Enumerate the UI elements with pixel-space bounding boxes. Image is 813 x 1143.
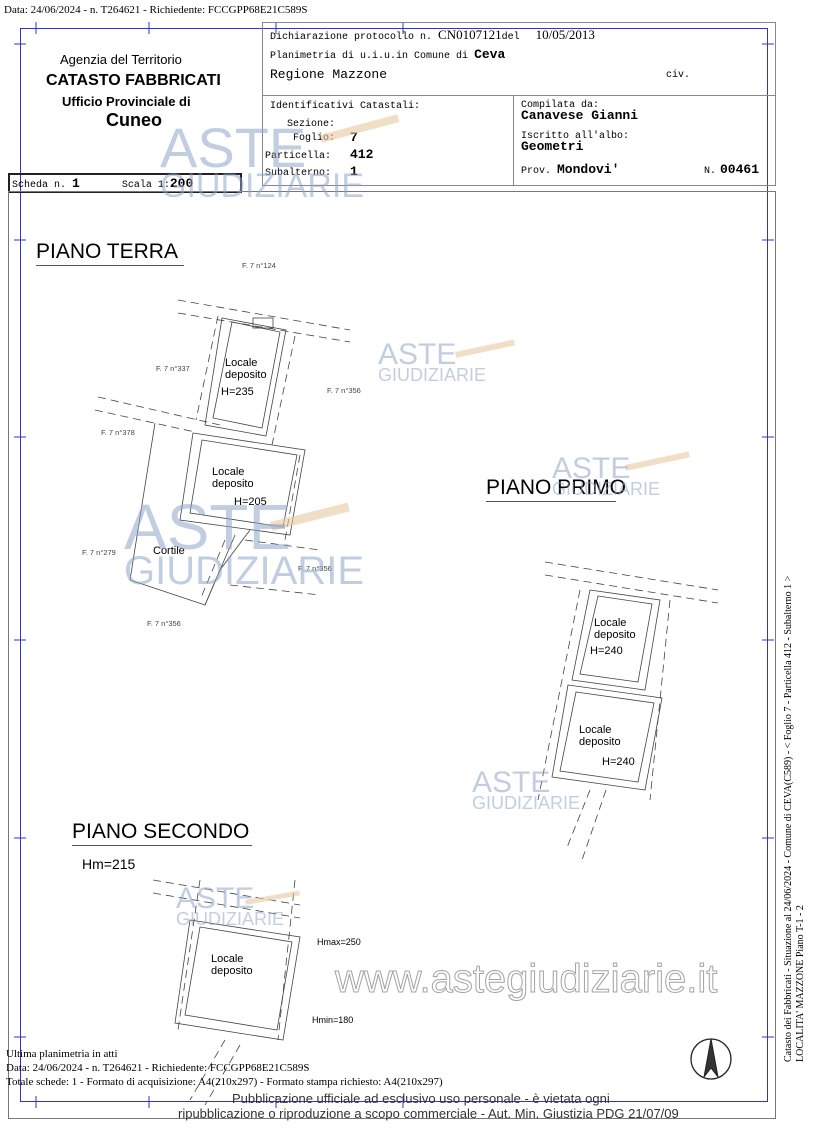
side-info-line1: Catasto dei Fabbricati - Situazione al 2… [783, 575, 794, 1062]
scheda-label: Scheda n. [12, 180, 67, 191]
dichiarazione-label: Dichiarazione protocollo n. [270, 32, 433, 43]
particella-label: Particella: [265, 151, 332, 162]
publication-notice-1: Pubblicazione ufficiale ad esclusivo uso… [232, 1091, 610, 1106]
publication-notice-2: ripubblicazione o riproduzione a scopo c… [178, 1106, 679, 1121]
footer-request-info: Data: 24/06/2024 - n. T264621 - Richiede… [6, 1062, 310, 1074]
compilatore-box [513, 95, 776, 186]
side-info: Catasto dei Fabbricati - Situazione al 2… [783, 576, 807, 1062]
north-arrow-icon [690, 1038, 732, 1080]
foglio: 7 [350, 130, 358, 145]
plan-title-secondo: PIANO SECONDO [72, 820, 252, 846]
plan-terra-walls [129, 317, 306, 606]
ultima-planimetria: Ultima planimetria in atti [6, 1048, 118, 1060]
scala-label: Scala 1: [121, 180, 170, 191]
parcel-ref: F. 7 n°356 [327, 386, 361, 395]
albo-label: Iscritto all'albo: [521, 131, 630, 142]
totale-schede: Totale schede: 1 - Formato di acquisizio… [6, 1076, 443, 1088]
protocol-number: CN0107121 [438, 27, 502, 42]
compilata: Canavese Gianni [521, 108, 639, 123]
scala: 200 [169, 176, 194, 191]
prov-label: Prov. [521, 166, 552, 177]
parcel-ref: F. 7 n°356 [147, 619, 181, 628]
n-iscrizione: 00461 [720, 162, 760, 177]
foglio-label: Foglio: [293, 133, 336, 144]
plan-title-primo: PIANO PRIMO [486, 476, 626, 502]
room-label: Locale deposito [212, 466, 254, 490]
address: Regione Mazzone [270, 67, 388, 82]
gavel-watermark-icons [245, 114, 690, 905]
room-label: Locale deposito [225, 357, 267, 381]
room-height: H=205 [234, 496, 267, 508]
particella: 412 [350, 147, 374, 162]
ufficio-label: Ufficio Provinciale di [62, 94, 191, 109]
room-height: H=240 [590, 645, 623, 657]
plan-primo-walls [551, 589, 663, 791]
n-label: N. [704, 166, 717, 177]
plan-title-terra: PIANO TERRA [36, 240, 184, 266]
watermark-url: www.astegiudiziarie.it [334, 957, 718, 1001]
room-label: Locale deposito [579, 724, 621, 748]
parcel-ref: F. 7 n°279 [82, 548, 116, 557]
room-label: Locale deposito [211, 953, 253, 977]
identificativi-label: Identificativi Catastali: [270, 101, 421, 112]
print-frame [20, 28, 768, 1102]
room-height: H=240 [602, 756, 635, 768]
protocol-date: 10/05/2013 [535, 27, 595, 42]
del-label: del [501, 32, 520, 43]
albo: Geometri [521, 139, 584, 154]
hmax-label: Hmax=250 [317, 937, 361, 947]
protocol-line: Dichiarazione protocollo n. CN0107121del… [270, 27, 595, 43]
parcel-ref: F. 7 n°337 [156, 364, 190, 373]
cortile-label: Cortile [153, 545, 185, 557]
scheda-box [8, 173, 242, 193]
plan-secondo-walls [174, 919, 301, 1041]
scheda-line: Scheda n. 1 Scala 1:200 [12, 176, 193, 191]
catasto-title: CATASTO FABBRICATI [46, 72, 221, 89]
subalterno: 1 [350, 164, 358, 179]
compilata-label: Compilata da: [521, 100, 600, 111]
hmin-label: Hmin=180 [312, 1015, 354, 1025]
parcel-ref: F. 7 n°124 [242, 261, 276, 270]
civ-label: civ. [666, 70, 691, 81]
comune: Ceva [474, 47, 506, 62]
subalterno-label: Subalterno: [265, 168, 332, 179]
drawing-area [8, 191, 776, 1119]
room-height: H=235 [221, 386, 254, 398]
parcel-ref: F. 7 n°378 [101, 428, 135, 437]
planimetria-label: Planimetria di u.i.u.in Comune di [270, 51, 469, 62]
hm-label: Hm=215 [82, 856, 136, 872]
provincia: Cuneo [106, 110, 162, 130]
scheda: 1 [72, 176, 80, 191]
side-info-line2: LOCALITA' MAZZONE Piano T-1 - 2 [795, 905, 806, 1062]
parcel-ref: F. 7 n°356 [298, 564, 332, 573]
prov: Mondovi' [557, 162, 620, 177]
room-label: Locale deposito [594, 617, 636, 641]
request-info: Data: 24/06/2024 - n. T264621 - Richiede… [4, 4, 308, 16]
sezione-label: Sezione: [287, 119, 336, 130]
comune-line: Planimetria di u.i.u.in Comune di Ceva [270, 47, 505, 62]
agency-name: Agenzia del Territorio [60, 52, 182, 67]
